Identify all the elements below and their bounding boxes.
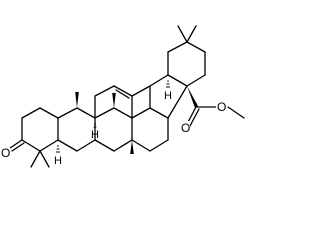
c9-h-label: H <box>91 129 99 141</box>
ring-d <box>131 85 169 152</box>
c12-c13-double-bond <box>115 89 130 99</box>
ring-a <box>21 107 59 152</box>
c8-methyl-wedge <box>112 93 116 108</box>
methyl-ester-group <box>186 86 245 127</box>
ring-e <box>149 41 206 119</box>
c9-hash-bond <box>93 123 97 128</box>
c14-methyl-wedge <box>130 140 134 154</box>
c5-h-label: H <box>54 155 62 167</box>
c5-hash-bond <box>56 145 60 153</box>
ring-c <box>94 85 133 152</box>
c18-hash-bond <box>166 80 170 88</box>
ketone-oxygen-label: O <box>0 146 10 160</box>
svg-text:O: O <box>1 146 10 160</box>
c20-gem-dimethyl <box>177 25 197 43</box>
svg-text:H: H <box>91 129 99 141</box>
structure-canvas: O O O H H H <box>0 25 245 168</box>
molecule-drawing: O O O H H H <box>0 25 245 168</box>
svg-text:H: H <box>54 155 62 167</box>
svg-text:H: H <box>164 90 172 102</box>
ring-b <box>57 107 96 152</box>
c10-methyl-wedge <box>75 92 79 108</box>
c4-gem-dimethyl <box>30 150 50 168</box>
ester-carbonyl-oxygen-label: O <box>180 121 190 135</box>
ketone-group <box>9 139 25 152</box>
c18-h-label: H <box>164 90 172 102</box>
svg-text:O: O <box>181 121 190 135</box>
svg-text:O: O <box>217 100 226 114</box>
ester-ether-oxygen-label: O <box>216 100 227 114</box>
